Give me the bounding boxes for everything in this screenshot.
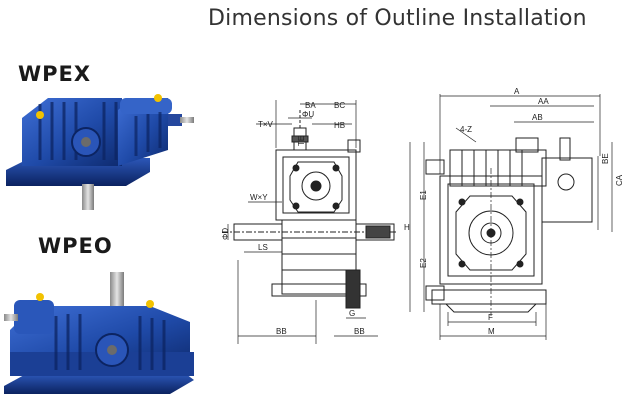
dim-label-m: M: [488, 327, 495, 336]
dim-label-ls: LS: [258, 243, 268, 252]
dim-label-bb-left: BB: [276, 327, 287, 336]
dim-label-g: G: [349, 309, 355, 318]
dim-label-ab: AB: [532, 113, 543, 122]
dim-label-f: F: [488, 313, 493, 322]
front-view-drawing: [409, 94, 613, 340]
dim-label-ba: BA: [305, 101, 316, 110]
side-view-drawing: [222, 100, 396, 344]
dim-label-h: H: [404, 223, 410, 232]
dim-label-e2: E2: [419, 258, 428, 268]
dim-label-phi-d: ΦD: [221, 228, 230, 240]
dim-label-bb-right: BB: [354, 327, 365, 336]
wpex-gearbox-photo: [6, 94, 194, 210]
wpeo-gearbox-photo: [4, 272, 194, 394]
dim-label-bc: BC: [334, 101, 345, 110]
dim-label-be: BE: [601, 153, 610, 164]
dim-label-t-v: T×V: [258, 120, 274, 129]
dim-label-aa: AA: [538, 97, 549, 106]
dim-label-4-z: 4-Z: [460, 125, 472, 134]
dim-label-w-y: W×Y: [250, 193, 268, 202]
page-title: Dimensions of Outline Installation: [208, 6, 587, 31]
dim-label-a: A: [514, 87, 520, 96]
dim-label-hb: HB: [334, 121, 345, 130]
dim-label-ca: CA: [615, 174, 624, 186]
model-label-wpeo: WPEO: [38, 234, 113, 258]
model-label-wpex: WPEX: [18, 62, 92, 86]
dim-label-phi-u: ΦU: [302, 110, 314, 119]
dim-label-vertical: TE: [297, 136, 306, 146]
dim-label-e1: E1: [419, 190, 428, 200]
